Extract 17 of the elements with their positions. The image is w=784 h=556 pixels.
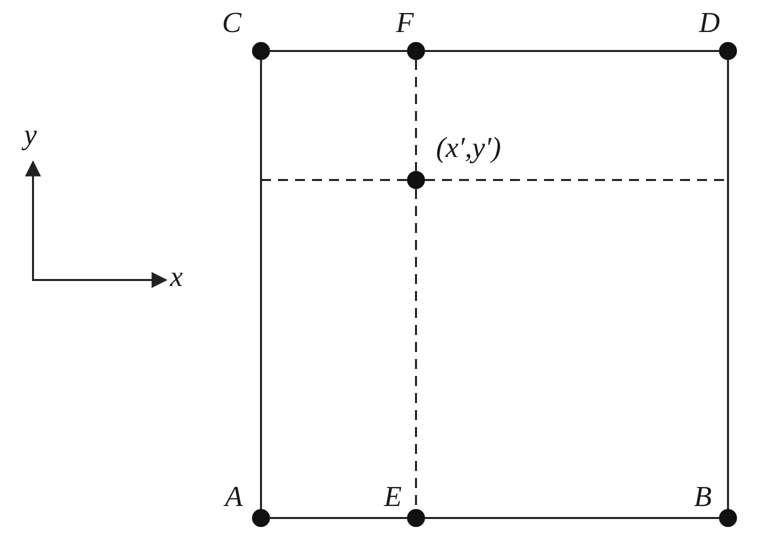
line-segment xyxy=(260,60,262,509)
point-label: B xyxy=(694,482,712,512)
dashed-line xyxy=(415,60,417,171)
line-segment xyxy=(425,50,719,52)
line-segment xyxy=(727,60,729,509)
point-label: D xyxy=(699,8,720,38)
point-label: C xyxy=(222,8,242,38)
point-label: (x′,y′) xyxy=(436,133,501,163)
axis-label: y xyxy=(24,120,37,150)
point-label: F xyxy=(396,8,414,38)
line-segment xyxy=(425,517,719,519)
axis-label: x xyxy=(170,262,183,292)
dashed-line xyxy=(261,179,407,181)
point-label: A xyxy=(225,482,243,512)
point-label: E xyxy=(384,482,402,512)
line-segment xyxy=(270,517,407,519)
line-segment xyxy=(270,50,407,52)
